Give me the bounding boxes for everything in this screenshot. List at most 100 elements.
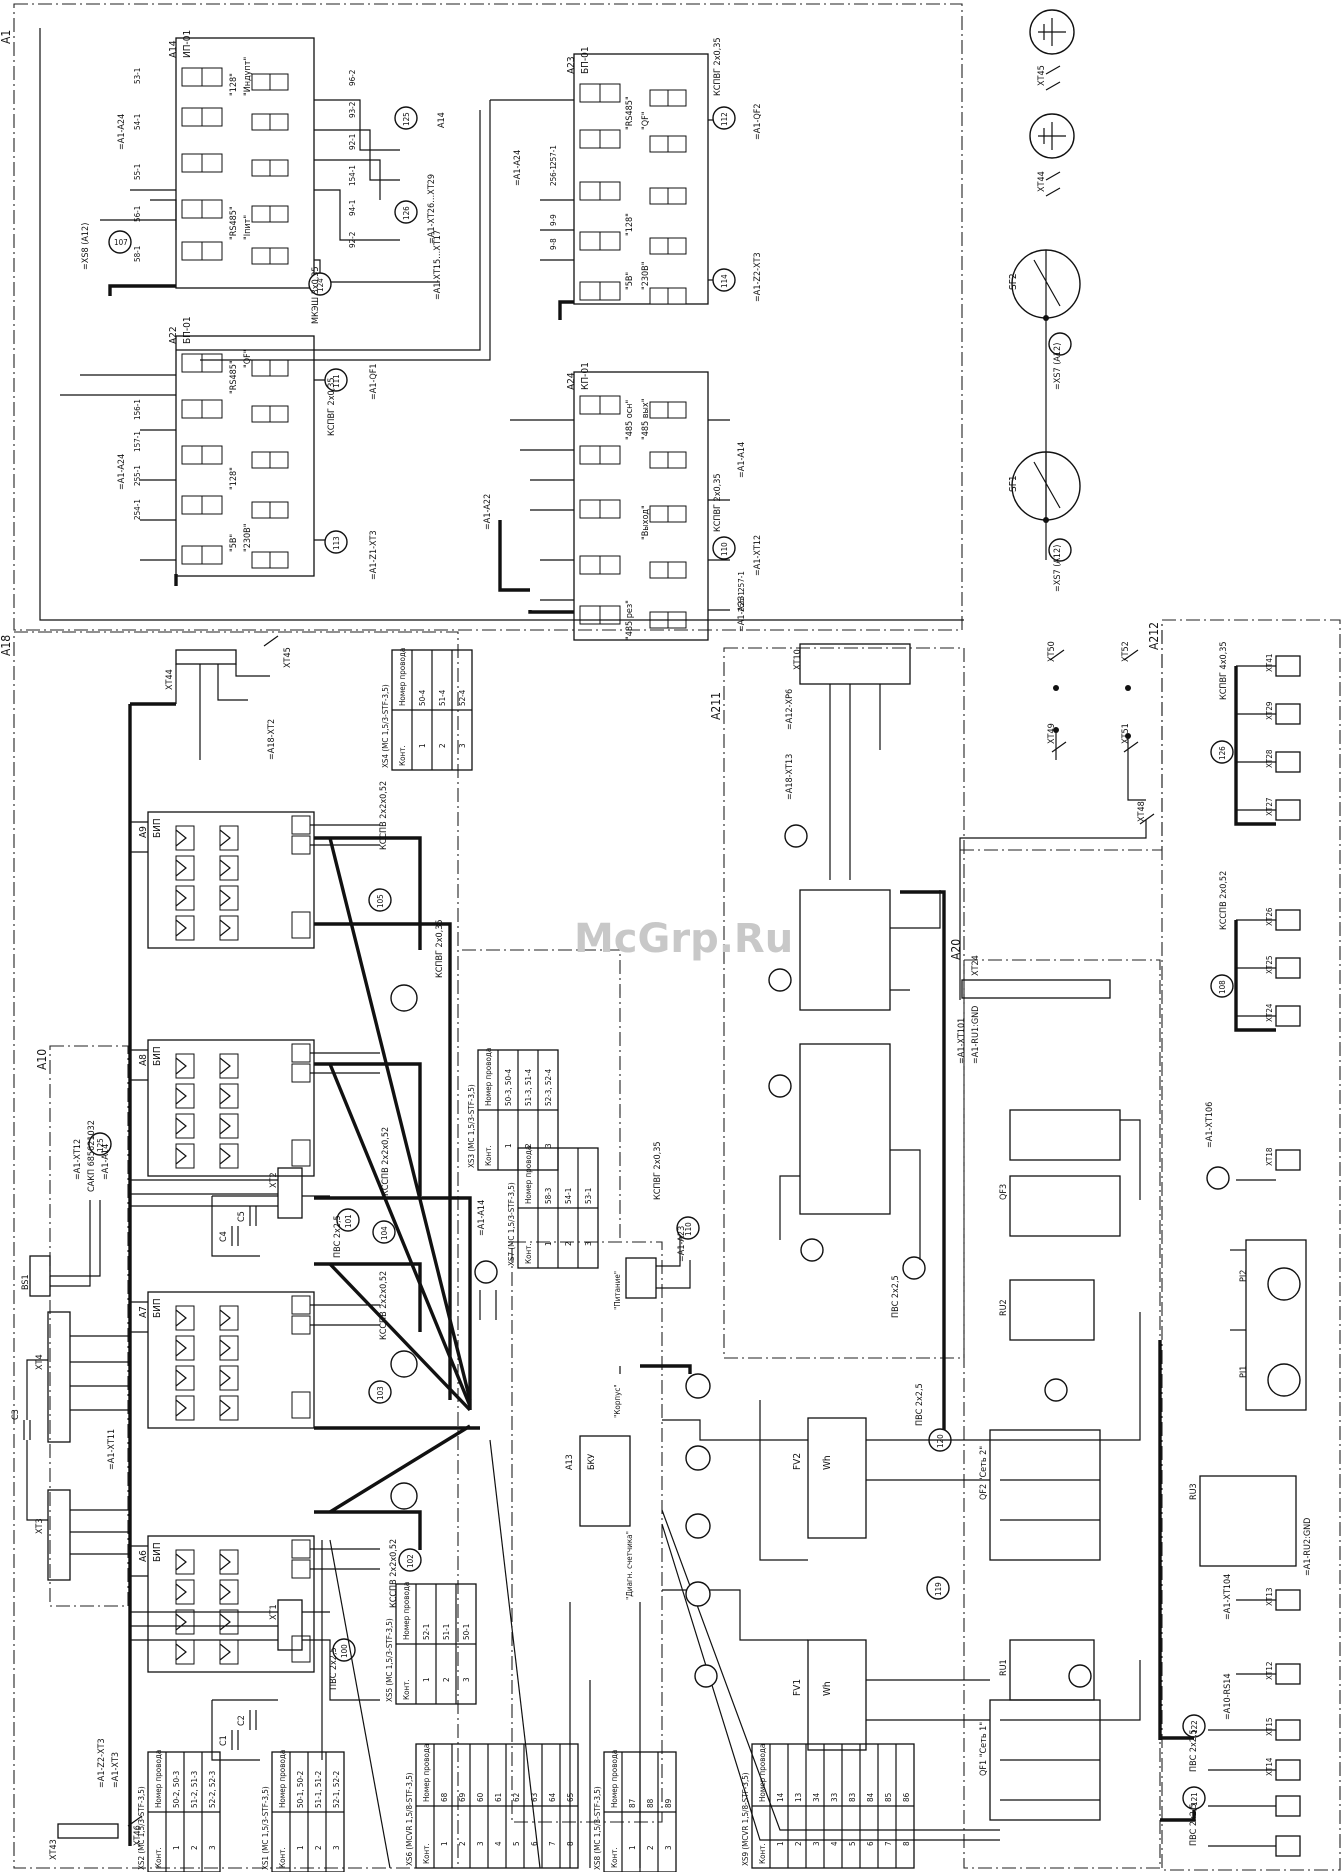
bip-connector-mark [175, 889, 187, 907]
bip-connector-mark [175, 1339, 187, 1357]
bip-connector-cell [175, 825, 195, 851]
bip-connector-cell [219, 1579, 239, 1605]
module-a14 [175, 37, 315, 289]
module-pin [269, 159, 289, 177]
cable-126-num-b: 126 [1218, 746, 1227, 760]
table-title: ХS9 (МСVR 1,5/8-STF-3,5) [741, 1772, 750, 1866]
table-cell-contact: 7 [548, 1841, 557, 1846]
table-cell-contact: 7 [884, 1841, 893, 1846]
bip-connector-cell [219, 1305, 239, 1331]
table-cell-wire: 52-4 [458, 689, 467, 706]
cable-124-mark: МКЭШ 3х0,35 [311, 266, 321, 324]
bip-connector-cell [219, 1365, 239, 1391]
cable-101-circle [336, 1208, 360, 1232]
a211-z-blocks: ХТ10 ПВС 2х2,5 =А18-ХТ13 =А12-ХР6 =А1-ХТ… [768, 643, 1111, 1318]
ref-xs7-a12: =ХS8 (А12) [81, 223, 91, 270]
wn-156-1: 254-1 [133, 499, 142, 520]
module-pin [667, 89, 687, 107]
ru3-block [1199, 1475, 1297, 1567]
xt29-label: ХТ41 [1265, 654, 1274, 672]
bip-module-type: БИП [152, 1298, 163, 1318]
table-head-wire: Номер провода [610, 1750, 619, 1808]
ref-a10-xt36: =А10-RS14 [1223, 1673, 1233, 1720]
label-korpus: "Корпус" [613, 1384, 622, 1418]
module-pin [201, 495, 223, 515]
table-cell-contact: 2 [524, 1143, 533, 1148]
wn-93-1: 93-2 [348, 102, 357, 118]
sf2-label: SF2 [1008, 273, 1019, 290]
module-pin [269, 551, 289, 569]
capacitor-c5 [249, 1206, 257, 1226]
module-pin [201, 241, 223, 261]
cable-121-circle [1182, 1786, 1206, 1810]
cable-110-mark-b: КСПВГ 2х0,35 [653, 1141, 663, 1200]
bip-connector-mark [219, 1643, 231, 1661]
label-5v-a: "5В" [229, 534, 239, 552]
bip-connector-mark [219, 889, 231, 907]
module-pin [649, 451, 669, 469]
table-cell-wire: 58-3 [544, 1188, 553, 1204]
cable-112-num: 112 [720, 112, 729, 126]
bip-connector-cell [175, 1639, 195, 1665]
ref-ru2-gnd: =А1-RU1:GND [971, 1006, 981, 1064]
pi2-meter [807, 1417, 867, 1539]
table-cell-wire: 51-1 [442, 1624, 451, 1640]
bku-box [579, 1435, 631, 1527]
xt12-label: ХТ13 [1265, 1588, 1274, 1606]
module-pin [649, 287, 669, 305]
bip-connector-cell [219, 1335, 239, 1361]
bip-connector-cell [219, 885, 239, 911]
module-pin [251, 551, 271, 569]
pi2-wh: Wh [822, 1455, 833, 1470]
c3-label: C3 [11, 1409, 21, 1420]
cable-105-num: 105 [376, 894, 385, 908]
wn-254-1: 256-1 [549, 165, 558, 186]
wn-92-2: 92-2 [348, 232, 357, 248]
ref-a18-xt2: =А18-ХТ13 [785, 754, 795, 800]
cable-102-mark: КССПВ 2х2х0,52 [389, 1539, 399, 1608]
ru2-block [1009, 1279, 1095, 1341]
module-pin [269, 405, 289, 423]
table-cell-wire: 60 [476, 1792, 485, 1802]
bip-xt1-cell [291, 1539, 311, 1559]
ref-xt11-left: =А1-ХТ11 [107, 1429, 117, 1470]
bku-label: БКУ [587, 1454, 597, 1470]
wn-56-1: 56-1 [133, 206, 142, 222]
table-cell-contact: 3 [458, 743, 467, 748]
cable-108-circle [1210, 974, 1234, 998]
capacitor-c2 [249, 1710, 257, 1730]
cable-112-circle-b [1044, 1378, 1068, 1402]
module-pin [269, 359, 289, 377]
table-head-wire: Номер провода [524, 1146, 533, 1204]
bip-connector-cell [175, 1083, 195, 1109]
table-cell-contact: 2 [564, 1241, 573, 1246]
xt43-label: ХТ43 [49, 1839, 59, 1860]
table-cell-wire: 63 [530, 1793, 539, 1802]
module-pin [269, 451, 289, 469]
table-cell-contact: 1 [172, 1845, 181, 1850]
cable-121-mark: ПВС 2х2,5 [1189, 1803, 1199, 1846]
bip-xt1-cell [291, 1315, 311, 1335]
region-label-a10: A10 [35, 1049, 49, 1070]
table-head-contact: Конт. [278, 1847, 287, 1868]
cable-103-circle [368, 1380, 392, 1404]
table-cell-contact: 2 [794, 1841, 803, 1846]
table-cell-wire: 69 [458, 1792, 467, 1802]
region-label-a212: A212 [1147, 622, 1161, 650]
cable-103-num: 103 [376, 1386, 385, 1400]
label-rs485-b: "RS485" [229, 360, 239, 394]
module-pin [667, 135, 687, 153]
bip-connector-mark [219, 1369, 231, 1387]
ref-qf1: =А1-QF1 [369, 363, 379, 400]
bip-connector-mark [175, 1057, 187, 1075]
table-cell-contact: 1 [628, 1845, 637, 1850]
bip-connector-cell [219, 1549, 239, 1575]
module-pin [599, 555, 621, 575]
module-pin [667, 561, 687, 579]
ref-xt15-xt17: =А1-ХТ15…ХТ17 [433, 230, 443, 300]
label-qf-a: "QF" [243, 350, 253, 368]
wn-255-1: 257-1 [549, 145, 558, 166]
cable-119-circle-b [926, 1576, 950, 1600]
top-right-ground-and-breakers: ХТ45 ХТ44 SF2 SF1 =ХS7 (А12) =ХS7 (А12) [1008, 9, 1081, 592]
